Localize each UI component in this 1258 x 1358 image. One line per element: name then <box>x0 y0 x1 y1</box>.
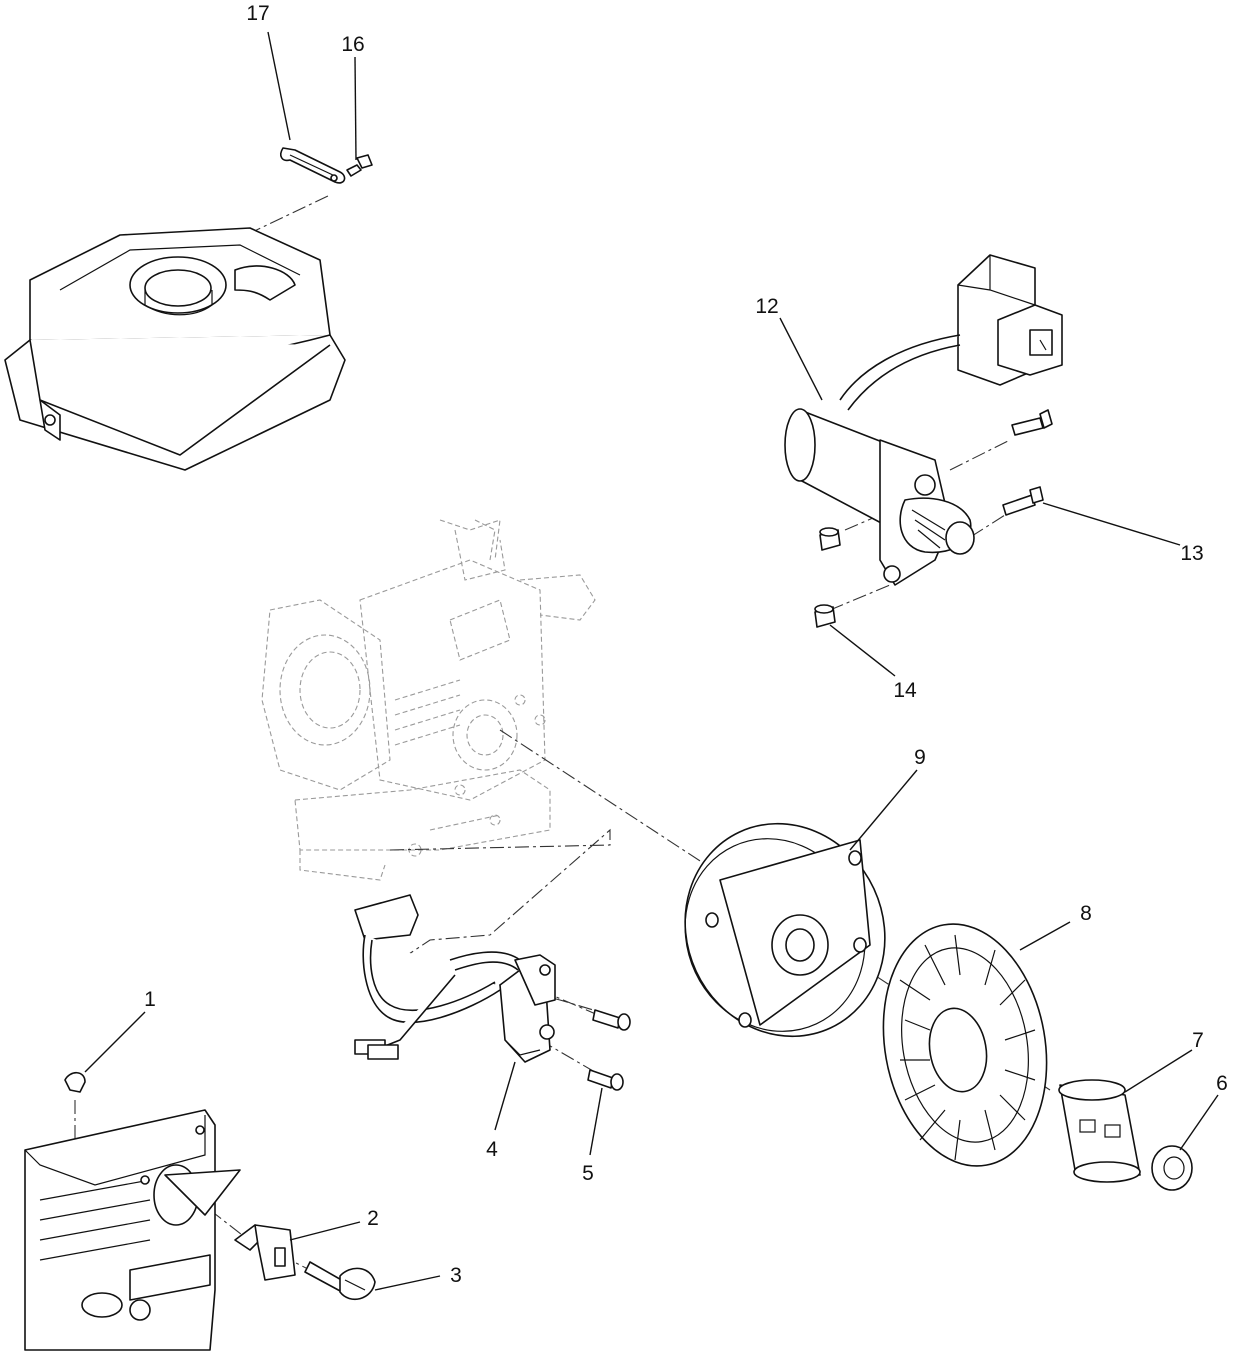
callout-12: 12 <box>755 295 778 318</box>
starter-motor <box>784 408 975 586</box>
callout-7: 7 <box>1192 1029 1204 1052</box>
callout-5: 5 <box>582 1162 594 1185</box>
ignition-switch <box>234 1224 296 1281</box>
flange-nut <box>1151 1145 1193 1191</box>
callout-16: 16 <box>341 33 364 56</box>
callout-8: 8 <box>1080 902 1092 925</box>
callout-1: 1 <box>144 988 156 1011</box>
dowel-pins <box>814 527 841 628</box>
leader-lines <box>84 31 1219 1291</box>
callout-17: 17 <box>246 2 269 25</box>
callout-labels: 17 16 12 13 14 9 8 7 6 1 2 3 4 5 <box>144 2 1228 1287</box>
callout-6: 6 <box>1216 1072 1228 1095</box>
flywheel <box>684 822 886 1038</box>
cooling-fan <box>882 923 1048 1167</box>
fuel-tank <box>4 227 346 471</box>
callout-2: 2 <box>367 1207 379 1230</box>
callout-13: 13 <box>1180 542 1203 565</box>
callout-9: 9 <box>914 746 926 769</box>
callout-14: 14 <box>893 679 917 702</box>
ignition-key <box>304 1261 376 1301</box>
engine-block-ghost <box>261 519 596 881</box>
starter-cable <box>839 334 961 411</box>
starter-bolts <box>1002 409 1053 516</box>
callout-3: 3 <box>450 1264 462 1287</box>
starter-solenoid-box <box>957 254 1063 386</box>
fuel-gauge <box>280 147 346 184</box>
fan-cup <box>1058 1079 1141 1183</box>
callout-4: 4 <box>486 1138 498 1161</box>
heat-shield-panel <box>24 1109 241 1351</box>
gauge-screw <box>346 154 373 177</box>
wire-clip <box>64 1071 86 1093</box>
coil-bolts <box>587 1009 631 1091</box>
ignition-wiring <box>354 894 521 1060</box>
ignition-coil <box>499 954 556 1063</box>
